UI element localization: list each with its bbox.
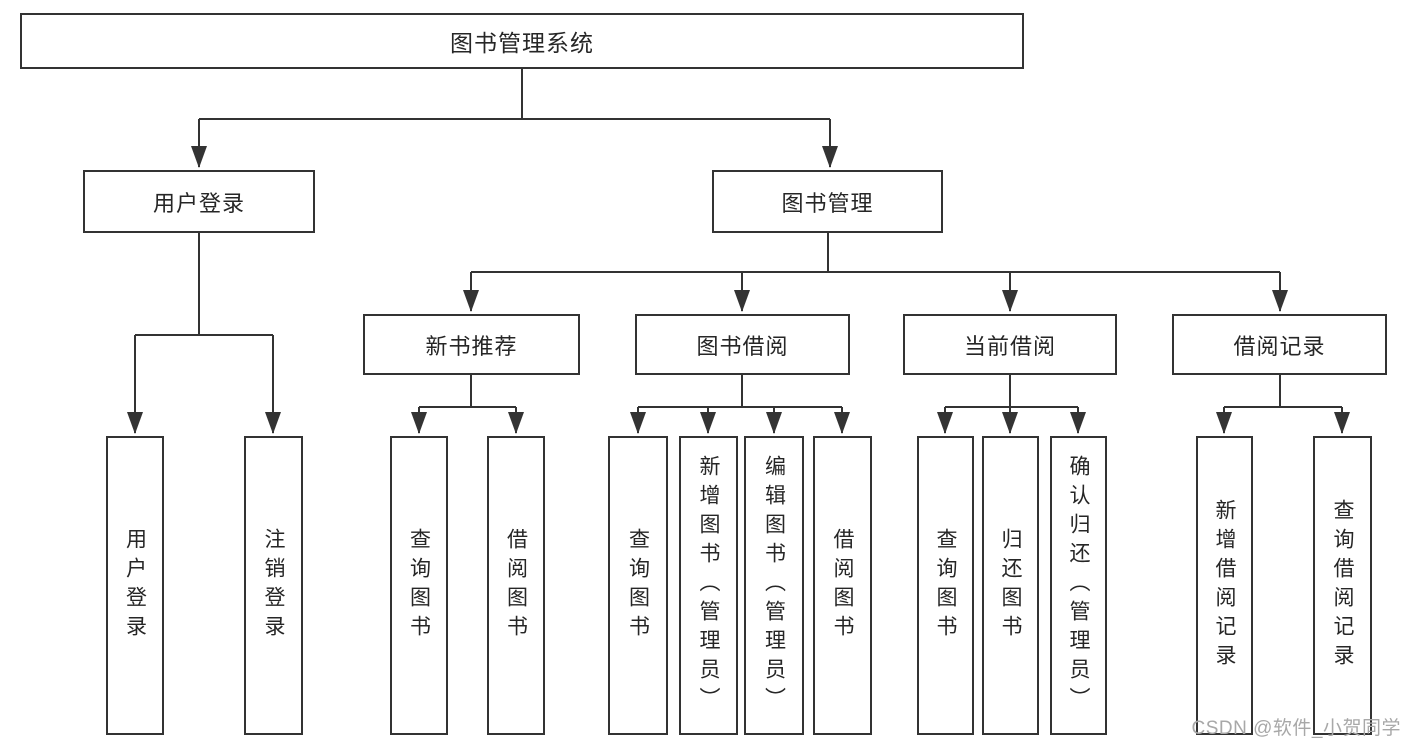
leaf-borrow-borrow-books: 借阅图书 (813, 436, 872, 735)
node-library-management-system: 图书管理系统 (20, 13, 1024, 69)
node-label: 图书管理 (781, 190, 874, 216)
node-label: 查询图书 (626, 527, 650, 644)
node-label: 归还图书 (999, 527, 1022, 644)
node-label: 查询图书 (407, 527, 431, 644)
leaf-current-query-books: 查询图书 (917, 436, 974, 735)
node-user-login: 用户登录 (83, 170, 315, 233)
node-label: 借阅图书 (504, 527, 528, 644)
leaf-borrow-add-books-admin: 新增图书（管理员） (679, 436, 738, 735)
node-book-management: 图书管理 (712, 170, 943, 233)
node-label: 确认归还（管理员） (1067, 455, 1090, 716)
node-label: 新书推荐 (425, 333, 518, 359)
node-current-borrowing: 当前借阅 (903, 314, 1117, 375)
node-label: 借阅记录 (1233, 333, 1326, 359)
node-label: 图书管理系统 (450, 30, 594, 56)
node-label: 用户登录 (123, 527, 147, 644)
node-label: 新增借阅记录 (1213, 498, 1236, 673)
node-label: 查询借阅记录 (1331, 498, 1354, 673)
leaf-newbook-query-books: 查询图书 (390, 436, 448, 735)
node-borrowing-records: 借阅记录 (1172, 314, 1387, 375)
leaf-user-login: 用户登录 (106, 436, 164, 735)
node-label: 编辑图书（管理员） (762, 455, 786, 716)
node-label: 注销登录 (262, 527, 285, 644)
leaf-logout: 注销登录 (244, 436, 303, 735)
leaf-records-query-record: 查询借阅记录 (1313, 436, 1372, 735)
leaf-borrow-query-books: 查询图书 (608, 436, 668, 735)
node-label: 借阅图书 (831, 527, 854, 644)
leaf-current-return-books: 归还图书 (982, 436, 1039, 735)
node-label: 当前借阅 (963, 333, 1056, 359)
leaf-borrow-edit-books-admin: 编辑图书（管理员） (744, 436, 804, 735)
leaf-current-confirm-return-admin: 确认归还（管理员） (1050, 436, 1107, 735)
leaf-newbook-borrow-books: 借阅图书 (487, 436, 545, 735)
node-label: 新增图书（管理员） (697, 455, 720, 716)
node-book-borrowing: 图书借阅 (635, 314, 850, 375)
leaf-records-add-record: 新增借阅记录 (1196, 436, 1253, 735)
node-label: 用户登录 (152, 190, 245, 216)
node-label: 图书借阅 (696, 333, 789, 359)
node-label: 查询图书 (934, 527, 957, 644)
csdn-watermark: CSDN @软件_小贺同学 (1191, 718, 1401, 739)
node-new-book-recommendation: 新书推荐 (363, 314, 580, 375)
